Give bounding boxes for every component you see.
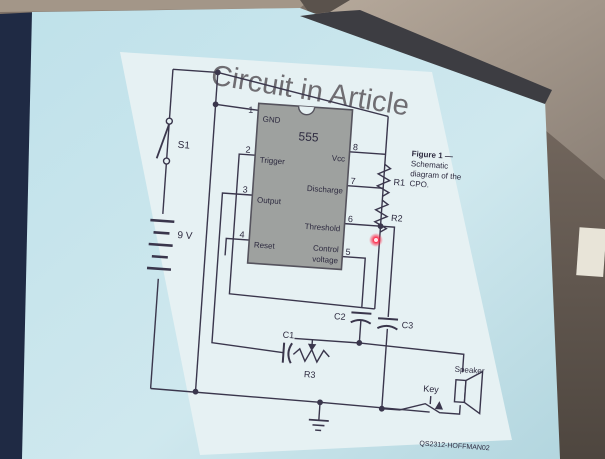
ground-bar-2 [312,424,325,427]
credit-line: QS2312-HOFFMAN02 [419,440,490,452]
pin3-label: Output [257,195,282,206]
resistor-r2 [373,199,390,233]
junction-7 [356,340,363,346]
schematic [146,68,484,432]
wire-pin1 [215,103,259,112]
junction-2 [212,101,219,108]
pin6-label: Threshold [304,222,340,233]
pin8-label: Vcc [331,154,345,164]
pin4-label: Reset [254,240,276,250]
schematic-labels: 555 1 GND 2 Trigger 3 Output 4 Reset 8 V… [177,105,490,453]
pin5-label2: voltage [312,254,339,265]
wire-pin4 [224,237,250,256]
pin5-num: 5 [345,247,351,257]
wire-pin8 [349,151,386,156]
battery-plate-4 [151,254,168,259]
pin2-num: 2 [245,145,251,155]
battery-plate-3 [148,242,173,247]
ceiling-dark-left [0,0,310,12]
label-r2: R2 [391,213,403,224]
switch-s1-lever [155,123,170,159]
pin6-num: 6 [348,214,354,224]
wire-pin2 [228,153,375,310]
cap-c2-top [351,311,372,315]
ground-bar-1 [308,418,329,422]
pin4-num: 4 [239,229,245,239]
pin5-label: Control [313,243,340,254]
key-pivot [434,401,443,410]
label-speaker: Speaker [454,365,485,376]
wire-speaker-top [359,342,465,373]
wire-vcc-drop [194,72,219,392]
wire-pin7 [347,185,384,189]
junction-1 [214,69,221,76]
figure-caption-4: CPO. [409,179,429,189]
cap-c1-left [281,342,286,363]
resistor-r1 [375,163,392,197]
battery-plate-2 [153,231,170,235]
cap-c3-bottom [376,324,398,331]
cap-c3-top [378,317,399,321]
laser-pointer-dot [374,238,378,242]
key-post [429,396,432,405]
pin7-label: Discharge [307,184,344,196]
chip-notch [297,106,316,116]
chip-name: 555 [298,129,319,144]
speaker-cone [463,370,484,415]
wire-gnd-stub [318,402,321,421]
wire-left-lower [149,278,159,389]
r3-wiper-arrow [307,343,317,351]
label-c3: C3 [401,320,413,331]
figure-caption-1: Figure 1 — [411,149,453,161]
ceiling [300,0,605,180]
label-r3: R3 [304,369,316,380]
label-r1: R1 [393,177,405,188]
pin1-label: GND [262,115,281,125]
wire-key [381,402,461,415]
battery-plate-5 [146,266,172,271]
wire-pin3 [211,192,284,354]
wire-c3-bottom [381,328,389,409]
pin7-num: 7 [350,176,356,186]
pin8-num: 8 [353,142,359,152]
figure-caption-3: diagram of the [410,169,462,182]
switch-s1-bottom [162,157,171,165]
label-c1: C1 [282,330,294,341]
screen-housing [300,10,552,104]
figure-caption-2: Schematic [411,159,449,171]
pin1-num: 1 [248,105,254,115]
cap-c1-right [287,342,293,364]
label-s1: S1 [177,140,190,152]
wire-pin5 [342,255,366,309]
switch-s1-top [165,117,174,125]
wire-pin6 [344,222,381,227]
projector-shadow [300,0,350,14]
label-c2: C2 [334,311,346,322]
junction-3 [192,388,199,395]
junction-5 [378,405,385,412]
poster [576,227,605,277]
wire-left-supply [162,69,174,214]
label-battery: 9 V [177,230,193,242]
battery-plate-1 [150,218,175,224]
junction-4 [317,399,323,406]
pin2-label: Trigger [260,156,286,167]
label-key: Key [423,384,440,395]
pin3-num: 3 [242,184,248,194]
wire-c3 [380,225,396,317]
cap-c2-bottom [350,319,372,325]
